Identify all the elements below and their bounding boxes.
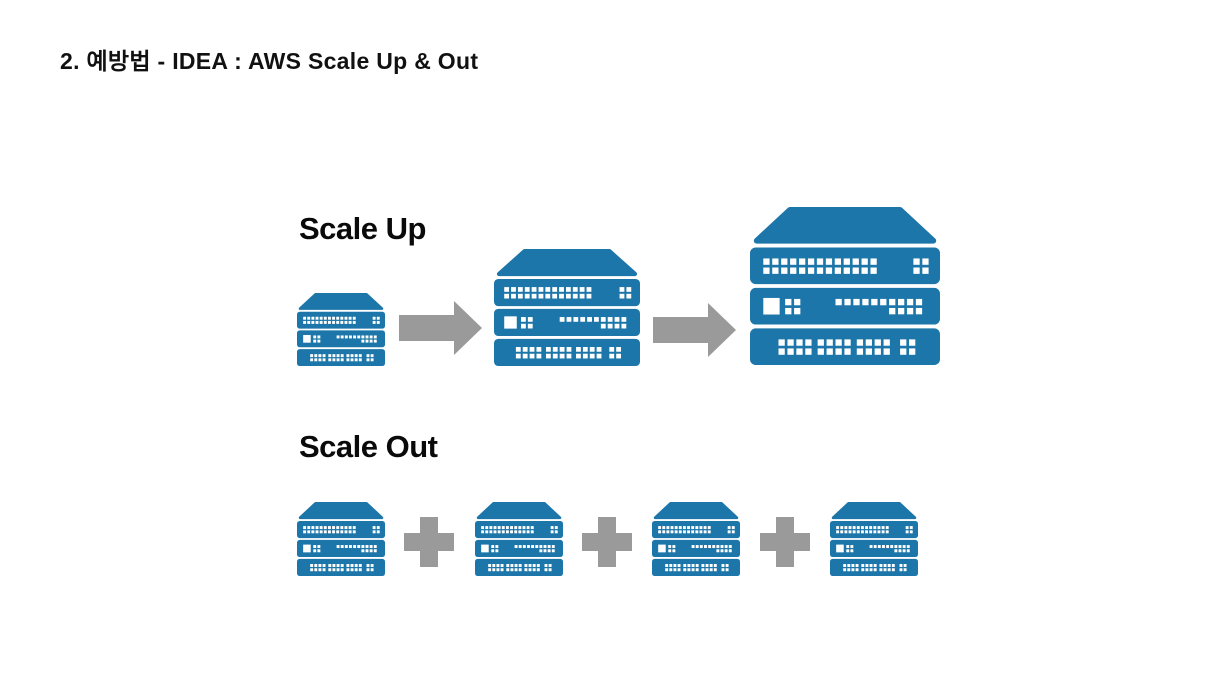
server-stack-icon bbox=[750, 207, 940, 365]
plus-icon bbox=[760, 517, 810, 567]
arrow-head bbox=[454, 301, 482, 355]
server-stack-icon bbox=[830, 502, 918, 576]
scale-out-label: Scale Out bbox=[299, 429, 438, 464]
plus-icon bbox=[582, 517, 632, 567]
server-stack-icon bbox=[494, 249, 640, 366]
arrow-body bbox=[653, 317, 708, 343]
server-stack-icon bbox=[297, 293, 385, 366]
right-arrow-icon bbox=[653, 303, 736, 357]
right-arrow-icon bbox=[399, 301, 482, 355]
scale-up-label: Scale Up bbox=[299, 211, 426, 246]
server-stack-icon bbox=[475, 502, 563, 576]
plus-icon bbox=[404, 517, 454, 567]
arrow-head bbox=[708, 303, 736, 357]
slide-title: 2. 예방법 - IDEA : AWS Scale Up & Out bbox=[60, 48, 479, 74]
arrow-body bbox=[399, 315, 454, 341]
server-stack-icon bbox=[652, 502, 740, 576]
server-stack-icon bbox=[297, 502, 385, 576]
